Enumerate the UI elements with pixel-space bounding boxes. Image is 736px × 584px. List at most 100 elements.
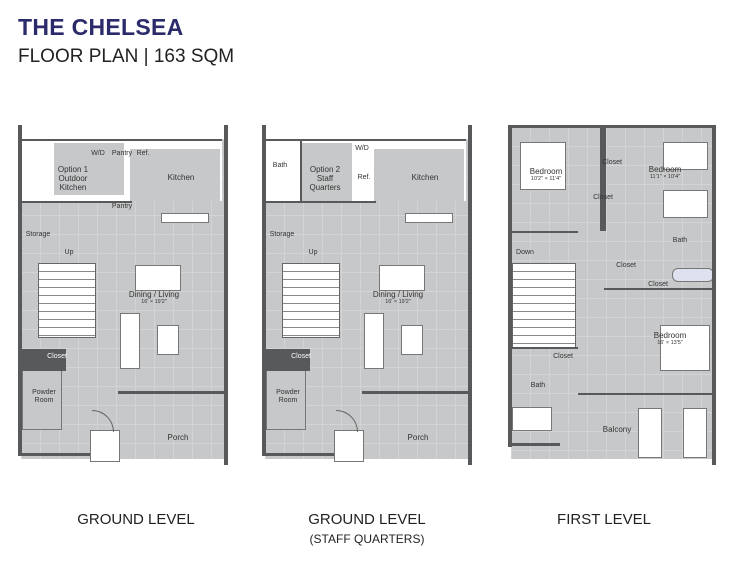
caption-first-level: FIRST LEVEL (557, 511, 651, 528)
lounger-2 (683, 408, 707, 458)
room-label-closet-5: Closet (553, 353, 573, 360)
staff-quarters-area (302, 143, 352, 201)
room-label-porch: Porch (167, 433, 189, 442)
wall (362, 391, 470, 394)
wall (266, 349, 310, 371)
room-name: Dining / Living (128, 290, 180, 299)
room-label-closet-3: Closet (616, 262, 636, 269)
room-label-porch: Porch (407, 433, 429, 442)
wall (262, 453, 334, 456)
wall (22, 139, 222, 141)
shower (512, 407, 552, 431)
sofa (120, 313, 140, 369)
wall (18, 125, 22, 455)
wall (512, 231, 578, 233)
room-label-ref: Ref. (136, 150, 150, 157)
room-label-storage: Storage (269, 231, 295, 238)
dining-table (379, 265, 425, 291)
wall (22, 349, 66, 371)
room-label-kitchen: Kitchen (411, 173, 439, 182)
coffee-table (401, 325, 423, 355)
room-label-pantry: Pantry (111, 150, 133, 157)
wall (578, 393, 716, 395)
room-label-powder-room: Powder Room (32, 389, 56, 405)
room-name: Bedroom (653, 331, 687, 340)
wall (300, 139, 302, 203)
stairs-label-down: Down (516, 249, 534, 256)
powder-room (266, 370, 306, 430)
wall (266, 139, 466, 141)
bed-3 (660, 325, 710, 371)
stairs-label-up: Up (64, 249, 74, 256)
room-label-pantry-2: Pantry (111, 203, 133, 210)
room-dimensions: 10'2" × 11'4" (530, 176, 562, 183)
room-label-closet: Closet (47, 353, 67, 360)
wall (118, 391, 226, 394)
subcaption-staff-quarters: (STAFF QUARTERS) (309, 532, 425, 546)
room-dimensions: 16' × 19'2" (385, 299, 411, 306)
wall (604, 288, 714, 290)
wall (508, 125, 716, 128)
room-label-option-2-staff-quarters: Option 2 Staff Quarters (309, 165, 341, 193)
room-label-bath: Bath (272, 162, 288, 169)
room-label-option-1-outdoor-kitchen: Option 1 Outdoor Kitchen (57, 165, 89, 193)
wall (18, 453, 90, 456)
wall (22, 201, 132, 203)
room-label-closet: Closet (291, 353, 311, 360)
floor-plan-ground-level-staff-quarters: Bath W/D Option 2 Staff Quarters Ref. Ki… (262, 125, 474, 467)
room-label-closet-1: Closet (602, 159, 622, 166)
room-label-wd: W/D (355, 145, 369, 152)
lounger-1 (638, 408, 662, 458)
room-label-ref: Ref. (357, 174, 371, 181)
kitchen-island (405, 213, 453, 223)
room-label-wd: W/D (91, 150, 105, 157)
entry-step (90, 430, 120, 462)
staircase (282, 263, 340, 338)
wall (508, 443, 560, 446)
outdoor-kitchen-area (54, 143, 124, 195)
room-label-closet-4: Closet (648, 281, 668, 288)
plan-title: THE CHELSEA (18, 14, 184, 40)
room-label-powder-room: Powder Room (276, 389, 300, 405)
room-dimensions: 16' × 13'5" (657, 340, 683, 347)
floor-plan-ground-level: W/D Pantry Ref. Option 1 Outdoor Kitchen… (18, 125, 230, 467)
wall (262, 125, 266, 455)
plan-subtitle: FLOOR PLAN | 163 SQM (18, 46, 235, 67)
wall (508, 125, 512, 447)
kitchen-area (374, 149, 464, 201)
room-dimensions: 11'1" × 10'4" (649, 174, 681, 181)
bed-1 (520, 142, 566, 190)
wall (600, 125, 606, 231)
kitchen-area (130, 149, 220, 201)
room-name: Bedroom (529, 167, 563, 176)
entry-step (334, 430, 364, 462)
room-name: Bedroom (648, 165, 682, 174)
room-name: Dining / Living (372, 290, 424, 299)
room-label-closet-2: Closet (593, 194, 613, 201)
dining-table (135, 265, 181, 291)
wall (712, 125, 716, 465)
wall (266, 201, 376, 203)
wall (224, 125, 228, 465)
room-label-bath-1: Bath (672, 237, 688, 244)
caption-ground-level: GROUND LEVEL (77, 511, 195, 528)
kitchen-island (161, 213, 209, 223)
wall (512, 347, 578, 349)
staircase (512, 263, 576, 348)
room-dimensions: 16' × 19'2" (141, 299, 167, 306)
room-label-bath-2: Bath (530, 382, 546, 389)
staircase (38, 263, 96, 338)
caption-ground-level-staff: GROUND LEVEL (308, 511, 426, 528)
coffee-table (157, 325, 179, 355)
wall (468, 125, 472, 465)
stairs-label-up: Up (308, 249, 318, 256)
bathtub (672, 268, 714, 282)
room-label-storage: Storage (25, 231, 51, 238)
room-label-kitchen: Kitchen (167, 173, 195, 182)
